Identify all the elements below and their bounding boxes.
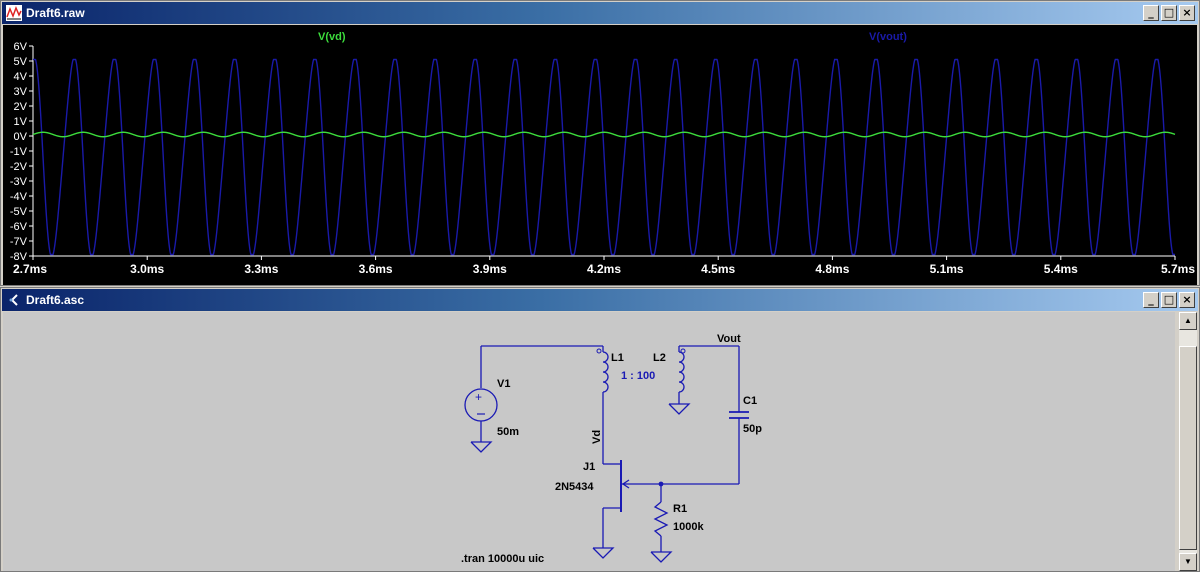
schematic-icon [9,294,18,306]
x-tick-label: 5.1ms [930,262,964,276]
vout-net-label: Vout [717,333,741,345]
inductor-l1-symbol[interactable] [602,351,609,393]
j1-name-label: J1 [583,461,595,473]
x-tick-label: 3.6ms [359,262,393,276]
scroll-up-button[interactable]: ▲ [1179,312,1197,330]
y-tick-label: 4V [14,71,28,83]
plot-window[interactable]: Draft6.raw _ □ × 6V 5V 4V 3V 2V 1V 0V -1V -2V -3V… [0,0,1200,286]
y-tick-label: -3V [10,176,28,188]
waveform-icon [6,5,22,21]
jfet-arrow [621,479,630,489]
x-tick-label: 4.8ms [815,262,849,276]
inductor-dot [596,348,602,354]
l1-name-label: L1 [611,352,624,364]
x-tick-label: 5.4ms [1044,262,1078,276]
series-vd-line [32,131,1176,138]
minimize-button[interactable]: _ [1143,5,1159,21]
legend-vd: V(vd) [318,31,346,43]
series-vout-line [33,58,1175,256]
waveform-chart[interactable]: 6V 5V 4V 3V 2V 1V 0V -1V -2V -3V -4V -5V -6V -7V -8V2.… [3,25,1197,285]
x-tick-label: 3.9ms [473,262,507,276]
y-tick-label: -8V [10,251,28,263]
maximize-button[interactable]: □ [1161,292,1177,308]
ground-symbol [650,551,673,563]
close-button[interactable]: × [1179,5,1195,21]
y-tick-label: 0V [14,131,28,143]
schematic-window-title: Draft6.asc [26,293,85,307]
y-tick-label: -4V [10,191,28,203]
legend-vout: V(vout) [869,31,907,43]
plot-titlebar[interactable]: Draft6.raw _ □ × [2,2,1198,24]
minimize-button[interactable]: _ [1143,292,1159,308]
y-tick-label: 1V [14,116,28,128]
y-tick-label: -6V [10,221,28,233]
plot-window-title: Draft6.raw [26,6,85,20]
y-tick-label: -7V [10,236,28,248]
y-tick-label: -1V [10,146,28,158]
scroll-down-button[interactable]: ▼ [1179,553,1197,571]
plus-sign: + [475,390,482,404]
r1-name-label: R1 [673,503,687,515]
ground-symbol [470,441,493,453]
spice-directive[interactable]: .tran 10000u uic [461,553,544,565]
x-tick-label: 3.0ms [130,262,164,276]
schematic-canvas[interactable]: + V1 50m L1 1 : 100 L2 Vout C1 50p Vd J1… [3,312,1175,571]
y-tick-label: -5V [10,206,28,218]
schematic-titlebar[interactable]: Draft6.asc _ □ × [2,289,1198,311]
scrollbar-thumb[interactable] [1179,346,1197,550]
v1-value-label: 50m [497,426,519,438]
x-tick-label: 3.3ms [244,262,278,276]
schematic-drawing[interactable]: + V1 50m L1 1 : 100 L2 Vout C1 50p Vd J1… [3,312,1175,571]
ground-symbol [592,547,615,559]
coupling-ratio-label: 1 : 100 [621,370,655,382]
inductor-dot [680,348,686,354]
close-button[interactable]: × [1179,292,1195,308]
vertical-scrollbar[interactable]: ▲ ▼ [1179,312,1197,571]
y-tick-label: 2V [14,101,28,113]
c1-name-label: C1 [743,395,757,407]
y-tick-label: 6V [14,41,28,53]
x-tick-label: 5.7ms [1161,262,1195,276]
resistor-r1-symbol[interactable] [653,501,669,537]
junction-dot [658,481,664,487]
l2-name-label: L2 [653,352,666,364]
y-tick-label: 5V [14,56,28,68]
v1-name-label: V1 [497,378,510,390]
inductor-l2-symbol[interactable] [678,351,685,393]
ground-symbol [668,403,691,415]
x-tick-label: 4.5ms [701,262,735,276]
schematic-window[interactable]: Draft6.asc _ □ × [0,287,1200,572]
x-tick-label: 2.7ms [13,262,47,276]
vd-net-label: Vd [591,430,603,444]
x-tick-label: 4.2ms [587,262,621,276]
y-tick-label: 3V [14,86,28,98]
j1-model-label: 2N5434 [555,481,594,493]
y-tick-label: -2V [10,161,28,173]
maximize-button[interactable]: □ [1161,5,1177,21]
c1-value-label: 50p [743,423,762,435]
r1-value-label: 1000k [673,521,704,533]
